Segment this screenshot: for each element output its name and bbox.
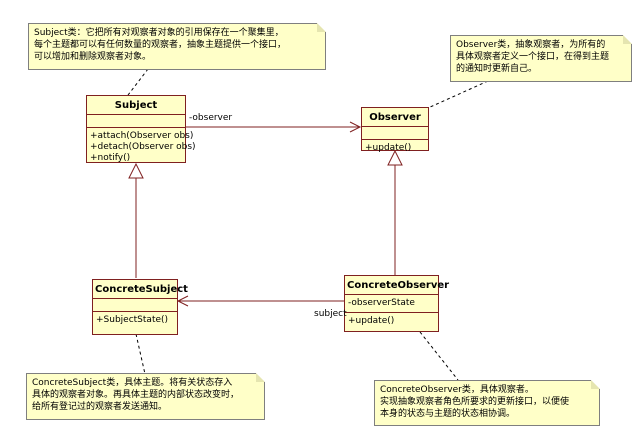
method: +attach(Observer obs) [90,131,194,141]
class-name: Subject [87,96,185,115]
role-label-subject: subject [314,309,347,319]
concrete-subject-note-line: ConcreteSubject类，具体主题。将有关状态存入 [32,378,233,388]
note-anchor-concretesubject [135,333,146,375]
attributes-section [93,299,177,312]
class-name: ConcreteSubject [93,280,188,299]
note-anchor-concreteobserver [419,331,459,381]
methods-section: +SubjectState() [93,312,177,329]
concrete-observer-note-line: 本身的状态与主题的状态相协调。 [380,409,516,419]
role-label-observer: -observer [189,113,233,123]
generalization-concretesubject-triangle [128,162,144,179]
concrete-observer-note: ConcreteObserver类，具体观察者。 实现抽象观察者角色所要求的更新… [374,380,600,426]
note-anchor-subject [127,68,149,96]
generalization-concreteobserver-triangle [387,149,403,166]
class-subject[interactable]: Subject +attach(Observer obs) +detach(Ob… [86,95,196,163]
concrete-subject-note-line: 具体的观察者对象。再具体主题的内部状态改变时， [32,390,240,400]
observer-note-line: 具体观察者定义一个接口，在得到主题 [456,52,610,62]
subject-note-line: 可以增加和删除观察者对象。 [34,52,152,62]
observer-note-line: 的通知时更新自己。 [456,64,538,74]
attribute: -observerState [348,298,415,308]
concrete-subject-note-line: 给所有登记过的观察者发送通知。 [32,402,168,412]
association-arrowhead-observer [349,121,362,133]
concrete-subject-note: ConcreteSubject类，具体主题。将有关状态存入 具体的观察者对象。再… [26,373,265,420]
class-observer[interactable]: Observer +update() [361,107,429,153]
subject-note: Subject类：它把所有对观察者对象的引用保存在一个聚集里， 每个主题都可以有… [28,23,326,70]
concrete-observer-note-line: 实现抽象观察者角色所要求的更新接口，以便使 [380,397,570,407]
attributes-section [362,127,428,140]
concrete-observer-note-line: ConcreteObserver类，具体观察者。 [380,385,534,395]
method: +detach(Observer obs) [90,142,196,152]
observer-note: Observer类，抽象观察者，为所有的 具体观察者定义一个接口，在得到主题 的… [450,35,632,82]
subject-note-line: Subject类：它把所有对观察者对象的引用保存在一个聚集里， [34,28,284,38]
methods-section: +update() [362,140,428,157]
methods-section: +attach(Observer obs) +detach(Observer o… [87,128,196,167]
note-anchor-observer [427,80,489,109]
method: +SubjectState() [96,315,169,325]
subject-note-line: 每个主题都可以有任何数量的观察者，抽象主题提供一个接口， [34,40,287,50]
attributes-section: -observerState [345,295,438,313]
method: +update() [365,143,412,153]
class-name: Observer [362,108,428,127]
class-name: ConcreteObserver [345,276,449,295]
observer-note-line: Observer类，抽象观察者，为所有的 [456,40,606,50]
association-arrowhead-concretesubject [176,295,189,307]
class-concrete-subject[interactable]: ConcreteSubject +SubjectState() [92,279,188,335]
method: +notify() [90,153,131,163]
methods-section: +update() [345,313,438,330]
attributes-section [87,115,185,128]
class-concrete-observer[interactable]: ConcreteObserver -observerState +update(… [344,275,449,332]
method: +update() [348,316,395,326]
